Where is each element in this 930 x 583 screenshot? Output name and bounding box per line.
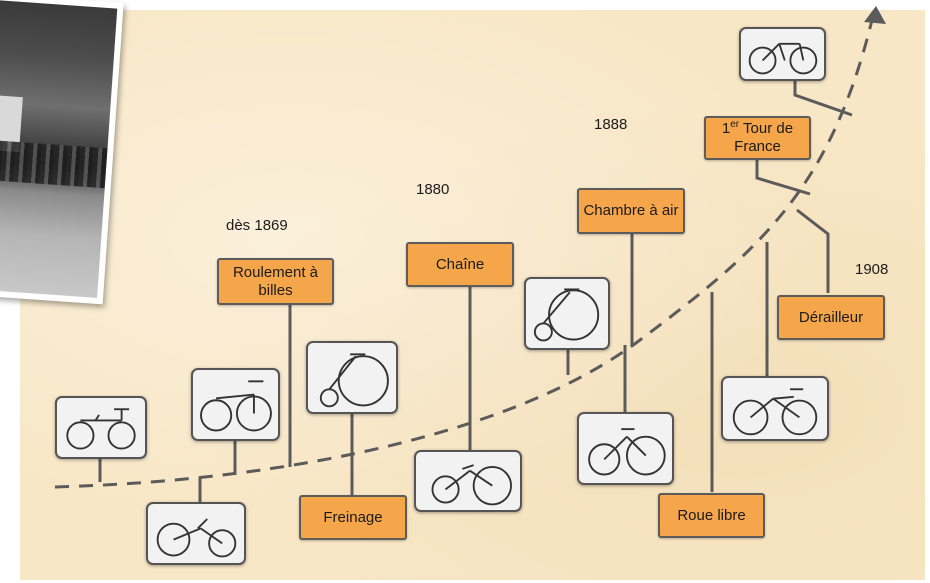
- bike-roue-libre-icon: [721, 376, 829, 441]
- bike-draisienne-icon: [55, 396, 147, 459]
- label-derailleur: Dérailleur: [777, 295, 885, 340]
- bike-pneu-icon: [577, 412, 674, 485]
- bike-grand-bi-1-icon: [306, 341, 398, 414]
- label-chaine: Chaîne: [406, 242, 514, 287]
- year-1869: dès 1869: [226, 217, 288, 234]
- connector-tour: [755, 158, 811, 196]
- label-roue-libre: Roue libre: [658, 493, 765, 538]
- label-chambre: Chambre à air: [577, 188, 685, 234]
- label-roulement: Roulement à billes: [217, 258, 334, 305]
- label-tour-de-france: 1er Tour de France: [704, 116, 811, 160]
- bike-chaine-icon: [414, 450, 522, 512]
- timeline-arrowhead: [864, 6, 886, 24]
- bike-grand-bi-2-icon: [524, 277, 610, 350]
- label-freinage: Freinage: [299, 495, 407, 540]
- connector-course: [793, 80, 853, 117]
- parchment-background: [20, 10, 925, 580]
- year-1888: 1888: [594, 116, 628, 133]
- bike-course-icon: [739, 27, 826, 81]
- connector-derailleur: [796, 208, 830, 293]
- year-1880: 1880: [416, 181, 450, 198]
- year-1908: 1908: [855, 261, 889, 278]
- bike-velocipede-2-icon: [191, 368, 280, 441]
- bike-velocipede-1-icon: [146, 502, 246, 565]
